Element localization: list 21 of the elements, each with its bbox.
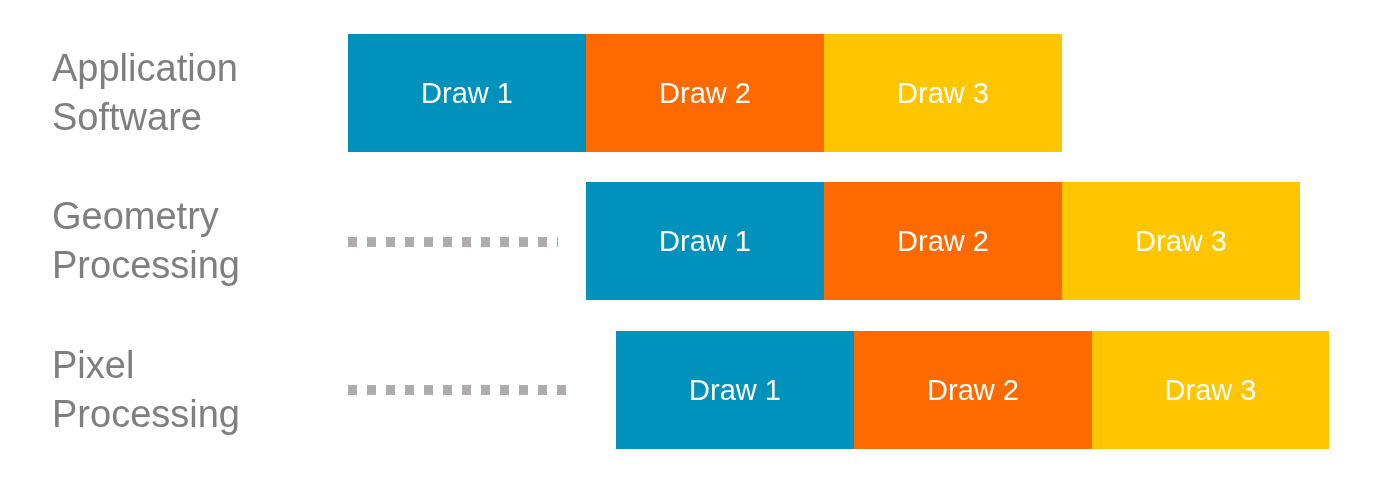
task-label: Draw 3	[1164, 373, 1257, 407]
task-bar	[854, 331, 1092, 449]
stage-label: Application Software	[52, 46, 239, 140]
stage-label: Pixel Processing	[52, 343, 241, 437]
task-bar	[824, 182, 1062, 300]
task-bar	[348, 34, 586, 152]
task-bar	[586, 182, 824, 300]
task-label: Draw 1	[689, 373, 781, 407]
task-bar	[1092, 331, 1329, 449]
task-bar	[616, 331, 854, 449]
task-label: Draw 1	[659, 224, 751, 258]
task-bar	[1062, 182, 1300, 300]
task-bar	[586, 34, 824, 152]
task-label: Draw 2	[659, 76, 751, 110]
task-label: Draw 1	[421, 76, 513, 110]
task-bar	[824, 34, 1062, 152]
task-label: Draw 3	[897, 76, 989, 110]
task-label: Draw 2	[927, 373, 1019, 407]
task-label: Draw 3	[1135, 224, 1227, 258]
stage-label: Geometry Processing	[52, 194, 241, 288]
task-label: Draw 2	[897, 224, 989, 258]
